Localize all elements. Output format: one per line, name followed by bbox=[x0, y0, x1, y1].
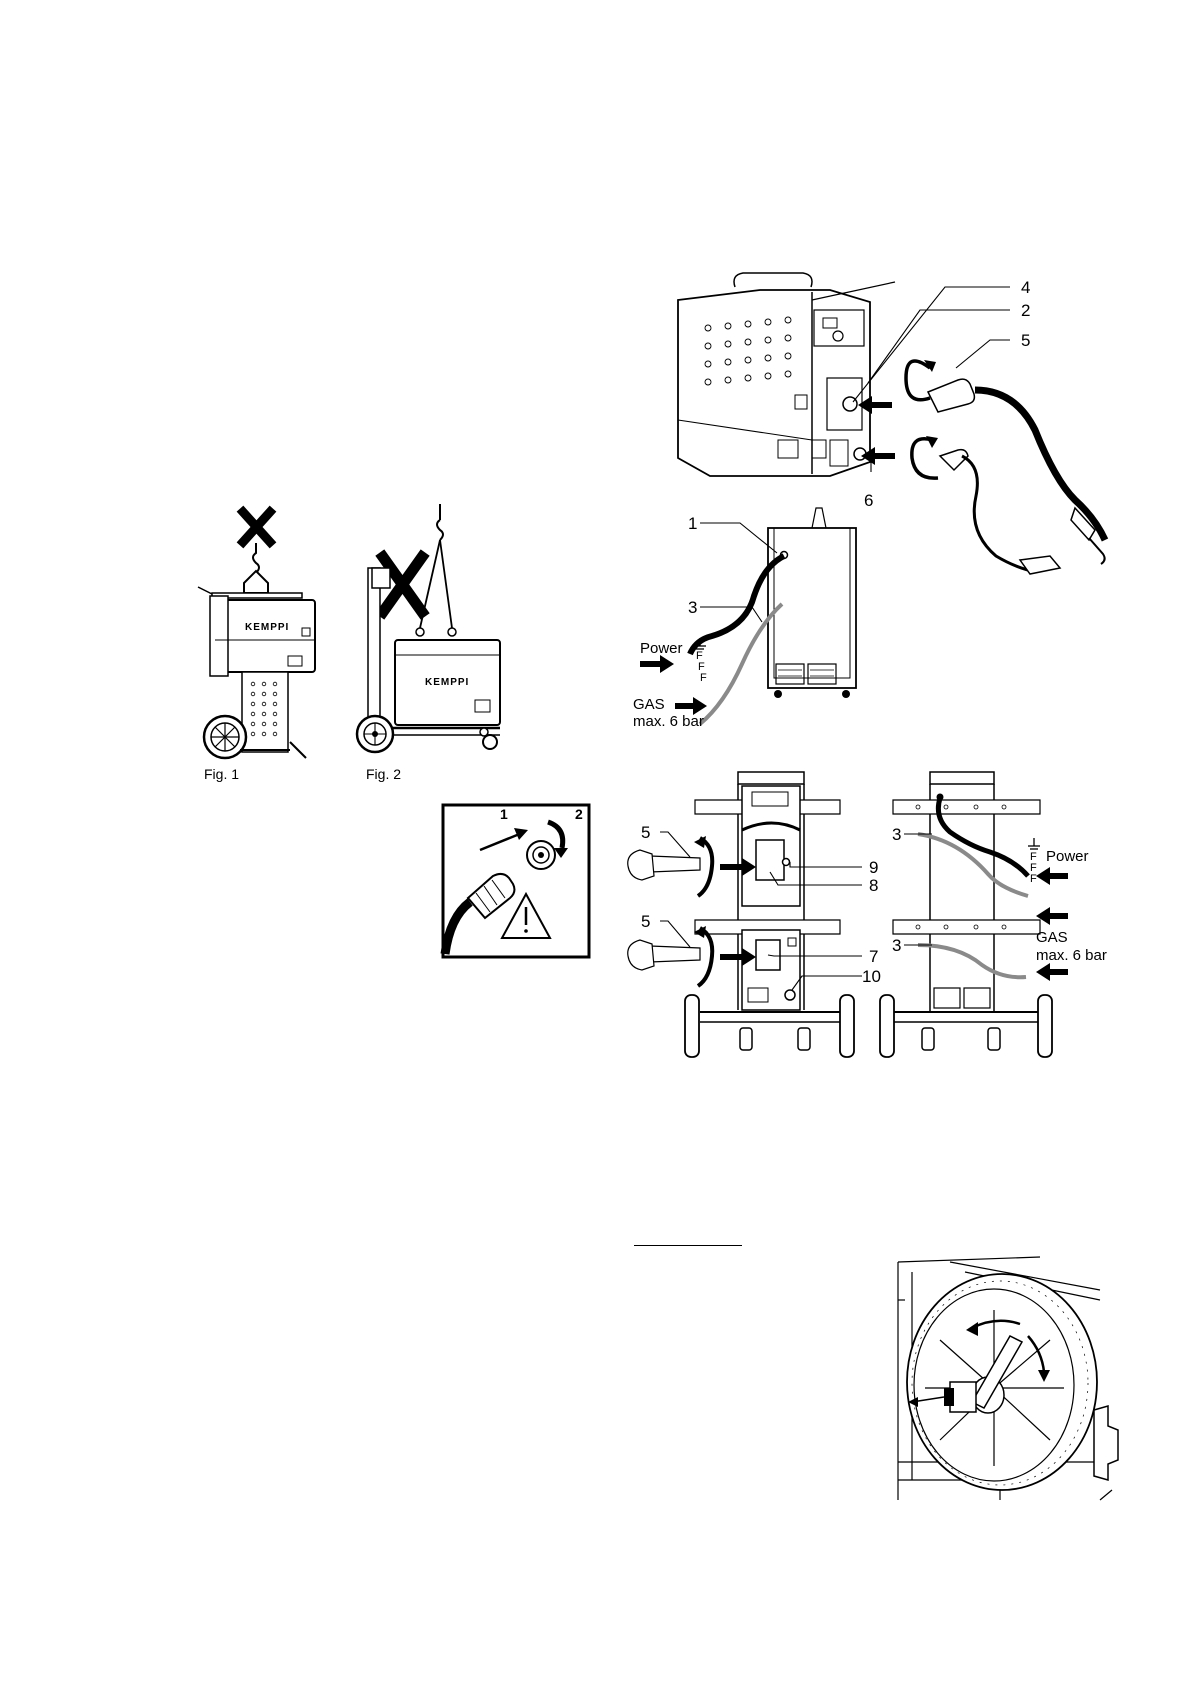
wire-spool-drawing bbox=[0, 0, 1190, 1684]
